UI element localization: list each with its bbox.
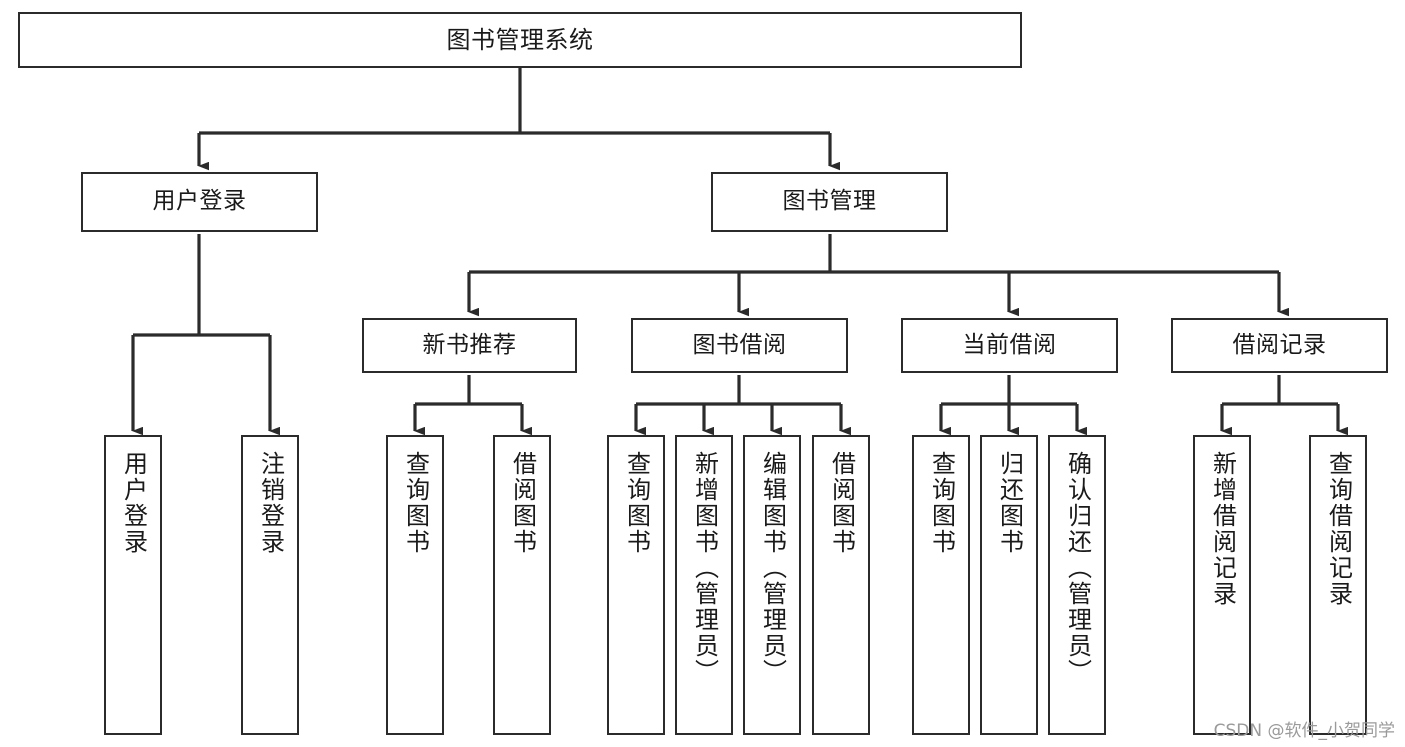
node-leaf-confirm-return[interactable]: 确认归还（管理员） [1048, 435, 1106, 735]
node-leaf-borrow-book-2-label: 借阅图书 [827, 451, 856, 555]
node-borrow-record-label: 借阅记录 [1232, 331, 1327, 358]
node-leaf-add-book-label: 新增图书（管理员） [690, 451, 719, 685]
node-leaf-borrow-book-2[interactable]: 借阅图书 [812, 435, 870, 735]
node-leaf-user-login[interactable]: 用户登录 [104, 435, 162, 735]
node-leaf-return-book-label: 归还图书 [995, 451, 1024, 555]
node-leaf-edit-book-label: 编辑图书（管理员） [758, 451, 787, 685]
node-book-borrow-label: 图书借阅 [692, 331, 787, 358]
node-root[interactable]: 图书管理系统 [18, 12, 1022, 68]
node-user-login-label: 用户登录 [152, 188, 247, 215]
node-leaf-query-book-3[interactable]: 查询图书 [912, 435, 970, 735]
node-leaf-query-book-2[interactable]: 查询图书 [607, 435, 665, 735]
node-leaf-borrow-book-1-label: 借阅图书 [508, 451, 537, 555]
csdn-watermark: CSDN @软件_小贺同学 [1213, 721, 1395, 741]
node-leaf-user-logout[interactable]: 注销登录 [241, 435, 299, 735]
node-current-borrow[interactable]: 当前借阅 [901, 318, 1118, 373]
node-new-book-recommend-label: 新书推荐 [422, 331, 517, 358]
node-leaf-add-record[interactable]: 新增借阅记录 [1193, 435, 1251, 735]
node-user-login[interactable]: 用户登录 [81, 172, 318, 232]
node-leaf-add-book[interactable]: 新增图书（管理员） [675, 435, 733, 735]
node-leaf-query-record[interactable]: 查询借阅记录 [1309, 435, 1367, 735]
node-leaf-query-book-2-label: 查询图书 [622, 451, 651, 555]
node-leaf-return-book[interactable]: 归还图书 [980, 435, 1038, 735]
node-borrow-record[interactable]: 借阅记录 [1171, 318, 1388, 373]
node-leaf-query-book-1-label: 查询图书 [401, 451, 430, 555]
node-leaf-add-record-label: 新增借阅记录 [1208, 451, 1237, 607]
node-new-book-recommend[interactable]: 新书推荐 [362, 318, 577, 373]
node-leaf-query-book-3-label: 查询图书 [927, 451, 956, 555]
node-leaf-user-login-label: 用户登录 [119, 451, 148, 555]
node-current-borrow-label: 当前借阅 [962, 331, 1057, 358]
node-leaf-user-logout-label: 注销登录 [256, 451, 285, 555]
node-leaf-query-record-label: 查询借阅记录 [1324, 451, 1353, 607]
node-book-borrow[interactable]: 图书借阅 [631, 318, 848, 373]
node-leaf-borrow-book-1[interactable]: 借阅图书 [493, 435, 551, 735]
node-leaf-query-book-1[interactable]: 查询图书 [386, 435, 444, 735]
node-book-management[interactable]: 图书管理 [711, 172, 948, 232]
node-root-label: 图书管理系统 [446, 25, 594, 54]
node-book-management-label: 图书管理 [782, 188, 877, 215]
node-leaf-confirm-return-label: 确认归还（管理员） [1063, 451, 1092, 685]
node-leaf-edit-book[interactable]: 编辑图书（管理员） [743, 435, 801, 735]
